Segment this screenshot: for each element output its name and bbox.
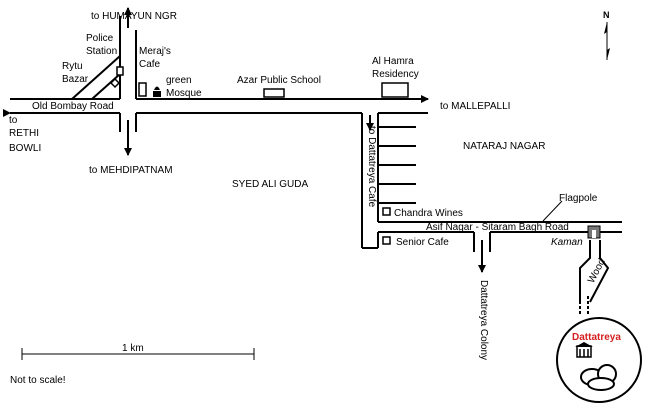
mosque-icon xyxy=(153,86,161,97)
bowli-label: BOWLI xyxy=(9,143,42,154)
meraj-label-2: Cafe xyxy=(139,59,161,70)
kaman-arch-icon xyxy=(587,225,601,239)
azar-school-label: Azar Public School xyxy=(237,75,321,86)
temple-road xyxy=(579,240,610,316)
north-label: N xyxy=(603,10,610,20)
alhamra-label-2: Residency xyxy=(372,69,419,80)
alhamra-building xyxy=(381,82,409,98)
rytu-bazar-diamond xyxy=(109,77,121,89)
azar-school-building xyxy=(263,88,285,98)
roads xyxy=(3,7,622,273)
north-arrow-icon xyxy=(604,22,610,60)
scale-label: 1 km xyxy=(122,343,144,354)
rytu-label-1: Rytu xyxy=(62,61,83,72)
dattatreya-cafe-road-label: to Dattatreya Cafe xyxy=(366,126,377,208)
senior-cafe-label: Senior Cafe xyxy=(396,237,449,248)
police-label-1: Police xyxy=(86,33,114,44)
not-to-scale-note: Not to scale! xyxy=(10,375,66,386)
nataraj-nagar-label: NATARAJ NAGAR xyxy=(463,141,546,152)
chandra-wines-label: Chandra Wines xyxy=(394,208,463,219)
senior-cafe-building xyxy=(382,236,391,245)
meraj-cafe-building xyxy=(138,82,147,97)
to-mallepalli-label: to MALLEPALLI xyxy=(440,101,511,112)
to-mehdipatnam-label: to MEHDIPATNAM xyxy=(89,165,173,176)
mosque-label-1: green xyxy=(166,75,192,86)
to-rethi-label: to xyxy=(9,115,18,126)
rethi-label: RETHI xyxy=(9,128,39,139)
temple-road-east xyxy=(589,240,610,303)
kaman-label: Kaman xyxy=(551,237,583,248)
diagonal-road-1 xyxy=(71,55,121,100)
alhamra-label-1: Al Hamra xyxy=(372,56,414,67)
flagpole-label: Flagpole xyxy=(559,193,598,204)
scale-bar xyxy=(21,348,255,360)
dattatreya-temple-icon xyxy=(556,317,642,403)
buildings xyxy=(109,66,409,245)
asif-nagar-road-label: Asif Nagar - Sitaram Bagh Road xyxy=(426,222,569,233)
dattatreya-label: Dattatreya xyxy=(572,332,621,343)
old-bombay-road-label: Old Bombay Road xyxy=(32,101,114,112)
to-humayun-label: to HUMAYUN NGR xyxy=(91,11,177,22)
dattatreya-colony-label: Dattatreya Colony xyxy=(478,280,489,361)
police-label-2: Station xyxy=(86,46,118,57)
flagpole-pointer xyxy=(542,200,563,222)
mosque-label-2: Mosque xyxy=(166,88,202,99)
temple-road-west xyxy=(579,240,591,302)
police-station-building xyxy=(116,66,124,76)
rytu-label-2: Bazar xyxy=(62,74,89,85)
meraj-label-1: Meraj's xyxy=(139,46,171,57)
chandra-wines-building xyxy=(382,207,391,216)
syed-ali-guda-label: SYED ALI GUDA xyxy=(232,179,309,190)
diagonal-road-2 xyxy=(91,73,121,100)
